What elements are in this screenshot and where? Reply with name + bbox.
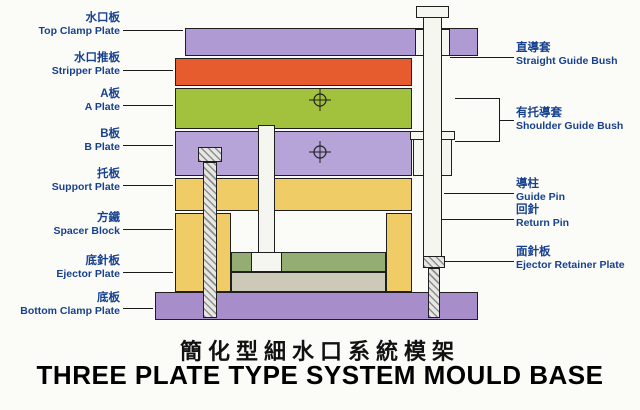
leader-line-spacer-block xyxy=(123,229,173,230)
label-spacer-block: 方鐵 Spacer Block xyxy=(0,212,120,238)
label-straight-guide-bush: 直導套 Straight Guide Bush xyxy=(516,42,640,68)
return-pin-head xyxy=(423,256,445,268)
leader-line-b-plate xyxy=(123,145,173,146)
label-en-bottom-clamp-plate: Bottom Clamp Plate xyxy=(20,305,120,317)
label-en-ejector-plate: Ejector Plate xyxy=(56,268,120,280)
label-en-stripper-plate: Stripper Plate xyxy=(51,65,120,77)
title-chinese: 簡化型細水口系統模架 xyxy=(179,339,460,364)
label-ejector-plate: 底針板 Ejector Plate xyxy=(0,255,120,281)
bolt-shaft xyxy=(203,162,217,318)
label-guide-pin: 導柱 Guide Pin xyxy=(516,178,640,204)
label-support-plate: 托板 Support Plate xyxy=(0,168,120,194)
label-en-ejector-retainer-plate: Ejector Retainer Plate xyxy=(516,259,625,271)
leader-line-support-plate xyxy=(123,185,173,186)
leader-line-ejector-plate xyxy=(123,272,173,273)
label-bottom-clamp-plate: 底板 Bottom Clamp Plate xyxy=(0,292,120,318)
label-a-plate: A板 A Plate xyxy=(0,88,120,114)
label-zh-straight-guide-bush: 直導套 xyxy=(516,42,551,54)
label-zh-b-plate: B板 xyxy=(100,128,120,140)
label-en-support-plate: Support Plate xyxy=(51,181,120,193)
leader-line-guide-pin xyxy=(444,193,514,194)
spacer-block-right xyxy=(386,213,412,292)
label-zh-a-plate: A板 xyxy=(100,88,120,100)
label-en-b-plate: B Plate xyxy=(84,141,120,153)
label-en-top-clamp-plate: Top Clamp Plate xyxy=(38,25,120,37)
label-zh-stripper-plate: 水口推板 xyxy=(74,52,120,64)
label-en-a-plate: A Plate xyxy=(84,101,120,113)
leader-line-straight-guide-bush xyxy=(450,57,514,58)
label-ejector-retainer-plate: 面針板 Ejector Retainer Plate xyxy=(516,246,640,272)
label-zh-guide-pin: 導柱 xyxy=(516,178,539,190)
ejector-guide-pin xyxy=(258,125,275,254)
title-english: THREE PLATE TYPE SYSTEM MOULD BASE xyxy=(36,360,604,390)
shoulder-bush-bracket xyxy=(455,98,500,142)
label-zh-shoulder-guide-bush: 有托導套 xyxy=(516,107,562,119)
label-en-straight-guide-bush: Straight Guide Bush xyxy=(516,55,618,67)
label-zh-return-pin: 回針 xyxy=(516,204,539,216)
bolt-head xyxy=(198,147,222,162)
label-zh-top-clamp-plate: 水口板 xyxy=(85,12,121,24)
label-zh-ejector-retainer-plate: 面針板 xyxy=(516,246,551,258)
screw-hole-crosshair-lower xyxy=(309,141,331,163)
stripper-plate xyxy=(175,58,412,86)
label-return-pin: 回針 Return Pin xyxy=(516,204,640,230)
leader-line-stripper-plate xyxy=(123,70,173,71)
label-shoulder-guide-bush: 有托導套 Shoulder Guide Bush xyxy=(516,107,640,133)
label-zh-support-plate: 托板 xyxy=(97,168,120,180)
guide-pin-head xyxy=(416,6,449,18)
ejector-guide-pin-base xyxy=(251,252,282,272)
label-zh-bottom-clamp-plate: 底板 xyxy=(97,292,120,304)
a-plate xyxy=(175,88,412,129)
guide-pin xyxy=(423,17,442,258)
return-pin xyxy=(428,268,440,318)
leader-line-return-pin xyxy=(441,219,514,220)
label-zh-spacer-block: 方鐵 xyxy=(97,212,120,224)
label-en-guide-pin: Guide Pin xyxy=(516,191,566,203)
label-en-spacer-block: Spacer Block xyxy=(53,225,120,237)
leader-line-ejector-retainer-plate xyxy=(444,261,514,262)
label-top-clamp-plate: 水口板 Top Clamp Plate xyxy=(0,12,120,38)
label-stripper-plate: 水口推板 Stripper Plate xyxy=(0,52,120,78)
leader-line-top-clamp-plate xyxy=(123,30,183,31)
label-en-shoulder-guide-bush: Shoulder Guide Bush xyxy=(516,120,624,132)
label-en-return-pin: Return Pin xyxy=(516,217,570,229)
screw-hole-crosshair-upper xyxy=(309,89,331,111)
leader-line-a-plate xyxy=(123,105,173,106)
leader-line-bottom-clamp-plate xyxy=(123,308,153,309)
ejector-plate xyxy=(231,272,386,292)
leader-line-shoulder-guide-bush xyxy=(500,120,514,121)
label-b-plate: B板 B Plate xyxy=(0,128,120,154)
label-zh-ejector-plate: 底針板 xyxy=(85,255,121,267)
